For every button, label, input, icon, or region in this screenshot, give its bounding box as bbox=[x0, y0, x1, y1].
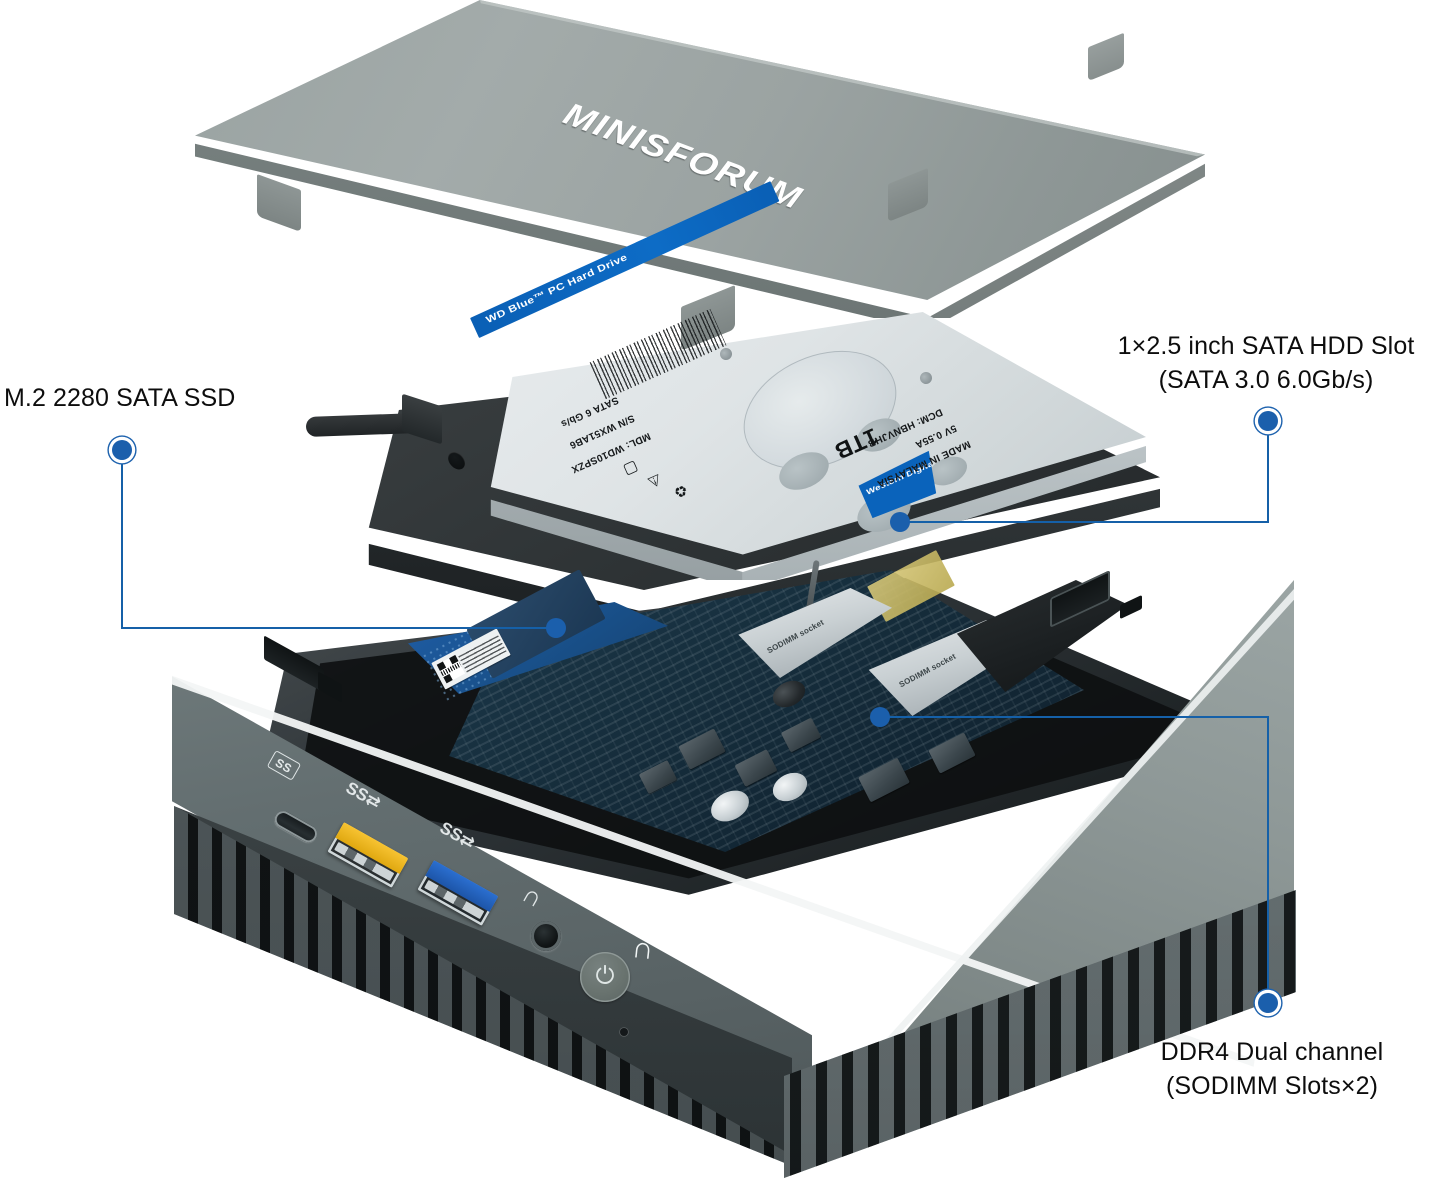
callout-dot-sata-hdd-target[interactable] bbox=[890, 512, 910, 532]
leader-line-hdd-horizontal bbox=[900, 521, 1268, 523]
headphone-icon: ∩ bbox=[517, 878, 549, 914]
microphone-hole bbox=[620, 1028, 628, 1036]
leader-line-m2-horizontal bbox=[121, 627, 557, 629]
leader-line-ddr4-horizontal bbox=[880, 716, 1268, 718]
callout-line: (SODIMM Slots×2) bbox=[1165, 1071, 1379, 1100]
callout-dot-sata-hdd-label[interactable] bbox=[1258, 411, 1278, 431]
callout-line: (SATA 3.0 6.0Gb/s) bbox=[1158, 365, 1374, 394]
leader-line-ddr4-vertical bbox=[1267, 716, 1269, 1003]
headphone-jack[interactable] bbox=[531, 921, 561, 951]
callout-label-m2-ssd: M.2 2280 SATA SSD bbox=[4, 382, 235, 416]
chassis-body: SODIMM socket SODIMM socket SS SS⇄ bbox=[172, 550, 1296, 1180]
curved-arrow-icon: ∩ bbox=[630, 930, 656, 967]
sata-hdd-assembly: WD Blue™ PC Hard Drive 1TB Western Digit… bbox=[300, 181, 1160, 612]
callout-dot-m2-ssd-label[interactable] bbox=[112, 440, 132, 460]
usb-a-port[interactable] bbox=[417, 860, 499, 926]
callout-dot-ddr4-target[interactable] bbox=[870, 707, 890, 727]
ss-usb-icon: SS⇄ bbox=[342, 778, 385, 813]
leader-line-m2-vertical bbox=[121, 460, 123, 628]
callout-label-sata-hdd: 1×2.5 inch SATA HDD Slot (SATA 3.0 6.0Gb… bbox=[1118, 330, 1415, 397]
lid-tab bbox=[257, 173, 301, 233]
lid-panel: MINISFORUM bbox=[195, 0, 1205, 351]
ss-usb-badge-icon: SS bbox=[266, 750, 301, 781]
callout-dot-m2-ssd-target[interactable] bbox=[546, 618, 566, 638]
callout-line: 1×2.5 inch SATA HDD Slot bbox=[1117, 332, 1415, 360]
top-lid: MINISFORUM bbox=[195, 0, 1205, 351]
callout-dot-ddr4-label[interactable] bbox=[1258, 993, 1278, 1013]
lid-tab bbox=[1088, 32, 1124, 82]
power-button[interactable] bbox=[580, 952, 630, 1002]
usb-a-charging-port[interactable] bbox=[327, 822, 409, 888]
front-io-panel: SS SS⇄ SS⇄ ∩ ∩ bbox=[172, 560, 1292, 1180]
callout-line: DDR4 Dual channel bbox=[1160, 1038, 1384, 1066]
leader-line-hdd-vertical bbox=[1267, 431, 1269, 523]
callout-line: M.2 2280 SATA SSD bbox=[4, 384, 236, 412]
usb-c-port[interactable] bbox=[271, 808, 321, 846]
callout-label-ddr4: DDR4 Dual channel (SODIMM Slots×2) bbox=[1161, 1036, 1384, 1103]
ss-usb-icon: SS⇄ bbox=[436, 818, 479, 853]
